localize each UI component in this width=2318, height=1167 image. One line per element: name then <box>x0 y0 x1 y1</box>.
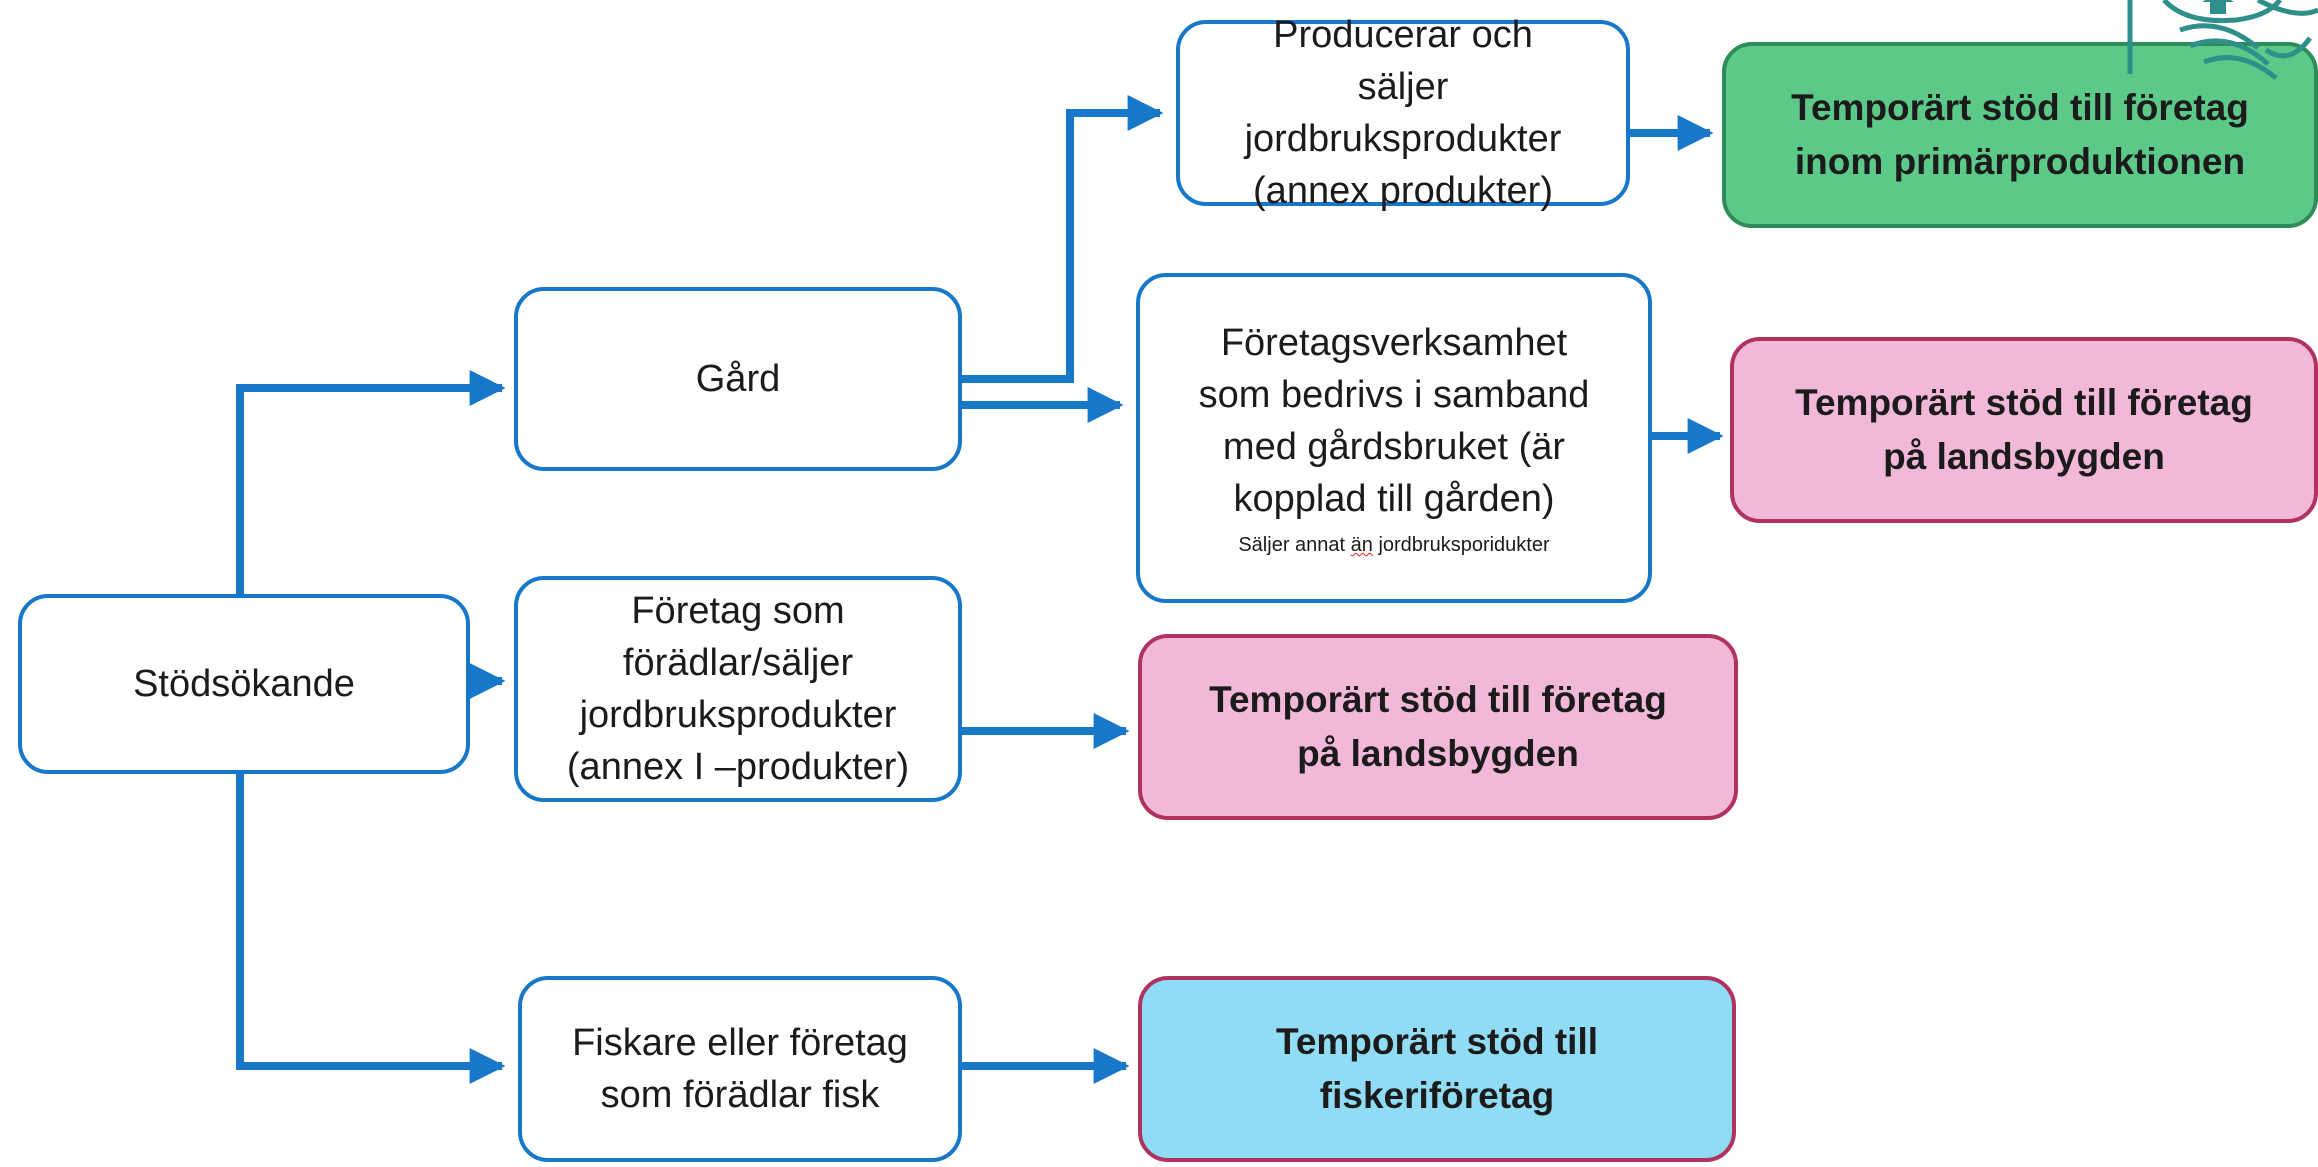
node-stodsokande: Stödsökande <box>18 594 470 774</box>
node-foretagsverksamhet-line-1: Företagsverksamhet <box>1220 322 1568 364</box>
node-producerar-line-3: jordbruksprodukter <box>1244 118 1562 160</box>
connector-stodsokande-to-gard <box>236 370 506 594</box>
node-fiskare: Fiskare eller företag som förädlar fisk <box>518 976 962 1162</box>
result-landsbygd-1-line-2: på landsbygden <box>1883 436 2165 477</box>
note-flagged-word: än <box>1350 534 1373 556</box>
result-landsbygd-1: Temporärt stöd till företag på landsbygd… <box>1730 337 2318 523</box>
node-foretagsverksamhet-note: Säljer annat än jordbruksporidukter <box>1238 531 1549 559</box>
node-fiskare-line-2: som förädlar fisk <box>600 1074 880 1116</box>
farm-landscape-logo-icon <box>2127 0 2318 80</box>
node-producerar-line-1: Producerar och <box>1273 14 1533 56</box>
result-primarproduktion-line-1: Temporärt stöd till företag <box>1791 87 2249 128</box>
node-gard-label: Gård <box>695 358 781 400</box>
node-producerar-line-4: (annex produkter) <box>1253 170 1553 212</box>
node-foradlar: Företag som förädlar/säljer jordbrukspro… <box>514 576 962 802</box>
node-gard: Gård <box>514 287 962 471</box>
result-landsbygd-2-line-2: på landsbygden <box>1297 733 1579 774</box>
result-landsbygd-1-line-1: Temporärt stöd till företag <box>1795 382 2253 423</box>
note-prefix: Säljer annat <box>1238 534 1351 556</box>
node-foradlar-line-2: förädlar/säljer <box>622 642 854 684</box>
connector-gard-to-producerar <box>962 95 1164 383</box>
node-foretagsverksamhet-line-3: med gårdsbruket (är <box>1222 426 1566 468</box>
result-primarproduktion: Temporärt stöd till företag inom primärp… <box>1722 42 2318 228</box>
node-foradlar-line-3: jordbruksprodukter <box>579 694 897 736</box>
node-foretagsverksamhet-line-4: kopplad till gården) <box>1233 478 1555 520</box>
node-producerar: Producerar och säljer jordbruksprodukter… <box>1176 14 1630 212</box>
node-foradlar-line-4: (annex I –produkter) <box>566 746 910 788</box>
node-producerar-line-2: säljer <box>1357 66 1449 108</box>
node-stodsokande-label: Stödsökande <box>133 663 355 705</box>
node-foretagsverksamhet: Företagsverksamhet som bedrivs i samband… <box>1136 273 1652 603</box>
result-fiskeri-line-1: Temporärt stöd till <box>1275 1021 1599 1062</box>
note-suffix: jordbruksporidukter <box>1372 534 1550 556</box>
result-landsbygd-2: Temporärt stöd till företag på landsbygd… <box>1138 634 1738 820</box>
result-fiskeri-line-2: fiskeriföretag <box>1319 1075 1555 1116</box>
node-foretagsverksamhet-line-2: som bedrivs i samband <box>1198 374 1590 416</box>
result-primarproduktion-line-2: inom primärproduktionen <box>1794 141 2246 182</box>
result-fiskeri: Temporärt stöd till fiskeriföretag <box>1138 976 1736 1162</box>
node-foradlar-line-1: Företag som <box>631 590 845 632</box>
node-fiskare-line-1: Fiskare eller företag <box>572 1022 908 1064</box>
result-landsbygd-2-line-1: Temporärt stöd till företag <box>1209 679 1667 720</box>
connector-stodsokande-to-fiskare <box>236 774 506 1084</box>
